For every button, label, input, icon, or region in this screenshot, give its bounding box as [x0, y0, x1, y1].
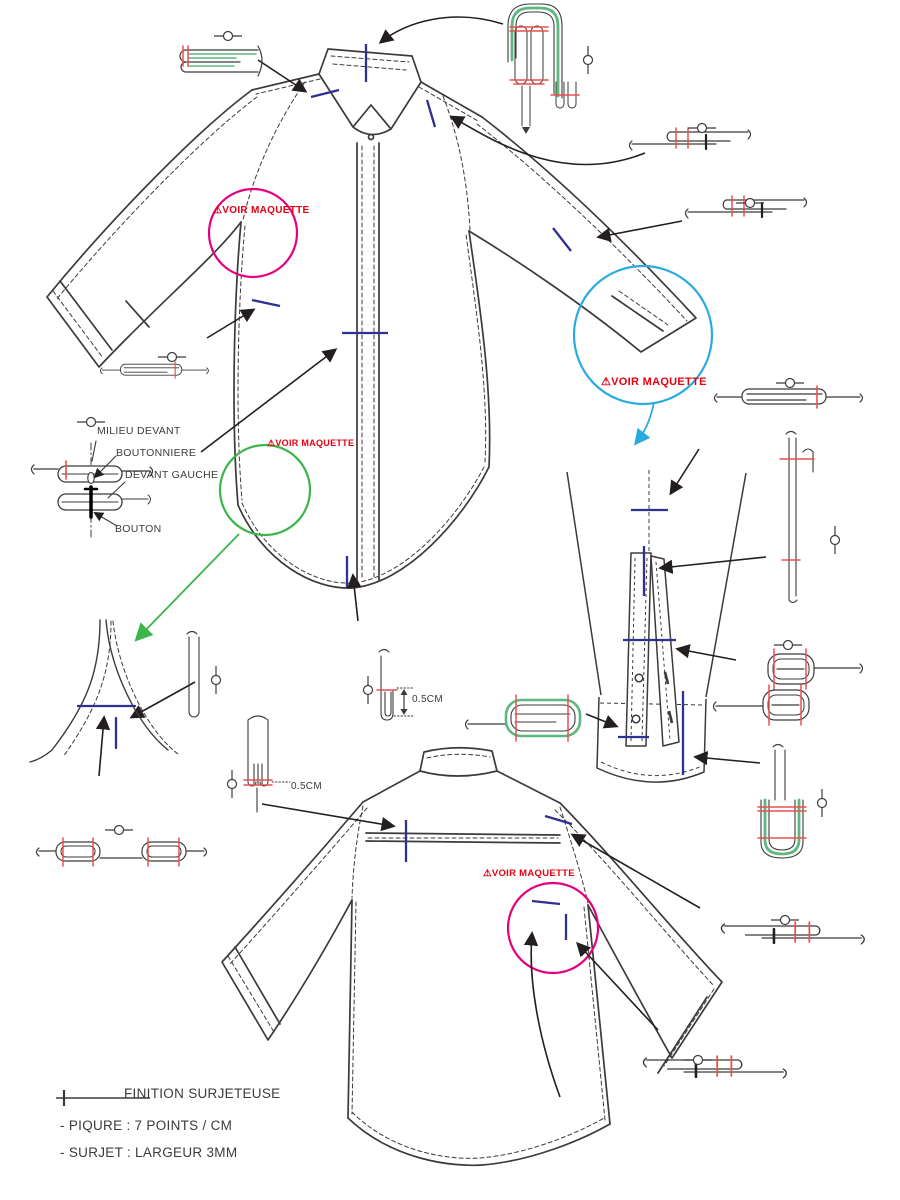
front-placket-cross-section [30, 440, 154, 538]
cuff-cross-section-detail [757, 743, 807, 859]
armhole-seam-detail [684, 194, 808, 220]
dim-sleeve-fold: 0.5CM [291, 781, 322, 792]
shirt-back-view [221, 746, 723, 1167]
hem-fold-detail [376, 648, 414, 721]
legend-piqure: - PIQURE : 7 POINTS / CM [60, 1118, 233, 1133]
needle-symbols [76, 30, 841, 1066]
front-hem-roll-detail [99, 361, 209, 379]
back-hem-seam-detail [642, 1054, 788, 1080]
collar-button [367, 133, 375, 141]
front-left-sleeve [46, 89, 253, 368]
inspection-circles [207, 187, 714, 975]
front-placket [356, 142, 380, 584]
front-collar [318, 48, 422, 136]
back-yoke-seam [365, 832, 561, 844]
collar-circle-pink [207, 187, 299, 279]
collar-stand-seam-detail [507, 3, 580, 134]
hem-circle-green [218, 443, 312, 537]
blue-leader-arrow [634, 401, 655, 446]
placket-cuff [596, 696, 707, 783]
legend-finition: FINITION SURJETEUSE [124, 1086, 281, 1101]
note-voir-maquette-cuff: ⚠VOIR MAQUETTE [601, 376, 707, 388]
back-hem [347, 1117, 611, 1167]
back-circle-pink [506, 881, 600, 975]
front-shoulders [251, 73, 483, 118]
sleeve-placket-detail [566, 470, 747, 783]
note-voir-maquette-back: ⚠VOIR MAQUETTE [483, 868, 575, 879]
sleeve-seam-roll-detail [712, 648, 864, 726]
front-right-sleeve [468, 116, 697, 353]
back-stitching [227, 753, 715, 1159]
placket-strip-under [650, 555, 680, 747]
back-side-seam-detail [720, 920, 866, 946]
back-shoulders [362, 770, 561, 804]
label-devant-gauche: DEVANT GAUCHE [125, 469, 219, 481]
cuff-edge-binding-detail [464, 694, 582, 742]
label-milieu-devant: MILIEU DEVANT [97, 425, 181, 437]
back-cuff-seams [234, 946, 708, 1074]
shoulder-seam-detail [628, 126, 752, 152]
front-stitching [52, 55, 688, 584]
dim-hem-fold: 0.5CM [412, 694, 443, 705]
hem-double-roll-detail [35, 837, 208, 867]
cuff-circle-blue [572, 264, 714, 406]
green-leader-arrow [134, 533, 240, 642]
note-voir-maquette-collar: ⚠VOIR MAQUETTE [213, 205, 310, 216]
shirt-front-view [46, 48, 697, 589]
hem-facing-strip-detail [186, 630, 200, 718]
side-seam-roll-detail [713, 385, 864, 409]
placket-button [634, 673, 644, 683]
collar-seam-detail [179, 45, 263, 77]
back-collar-band [419, 746, 498, 777]
back-left-sleeve [221, 801, 364, 1041]
placket-seam-marks [618, 508, 685, 775]
label-bouton: BOUTON [115, 523, 162, 535]
placket-button [631, 714, 641, 724]
note-voir-maquette-hem: ⚠VOIR MAQUETTE [267, 438, 355, 448]
hem-junction-detail [29, 619, 179, 763]
sleeve-fold-detail [243, 715, 291, 813]
front-right-cuff-seam [611, 295, 664, 332]
surjeteuse-symbol [56, 1090, 150, 1106]
back-body [347, 899, 611, 1125]
front-seam-marks [251, 44, 572, 588]
front-left-cuff-seam [59, 280, 150, 351]
callout-arrows [95, 16, 767, 1098]
back-yoke-seam-detail [779, 430, 815, 604]
back-seam-marks [404, 814, 573, 940]
label-boutonniere: BOUTONNIERE [116, 447, 197, 459]
legend-surjet: - SURJET : LARGEUR 3MM [60, 1145, 238, 1160]
buttonhole-slot [663, 671, 674, 724]
